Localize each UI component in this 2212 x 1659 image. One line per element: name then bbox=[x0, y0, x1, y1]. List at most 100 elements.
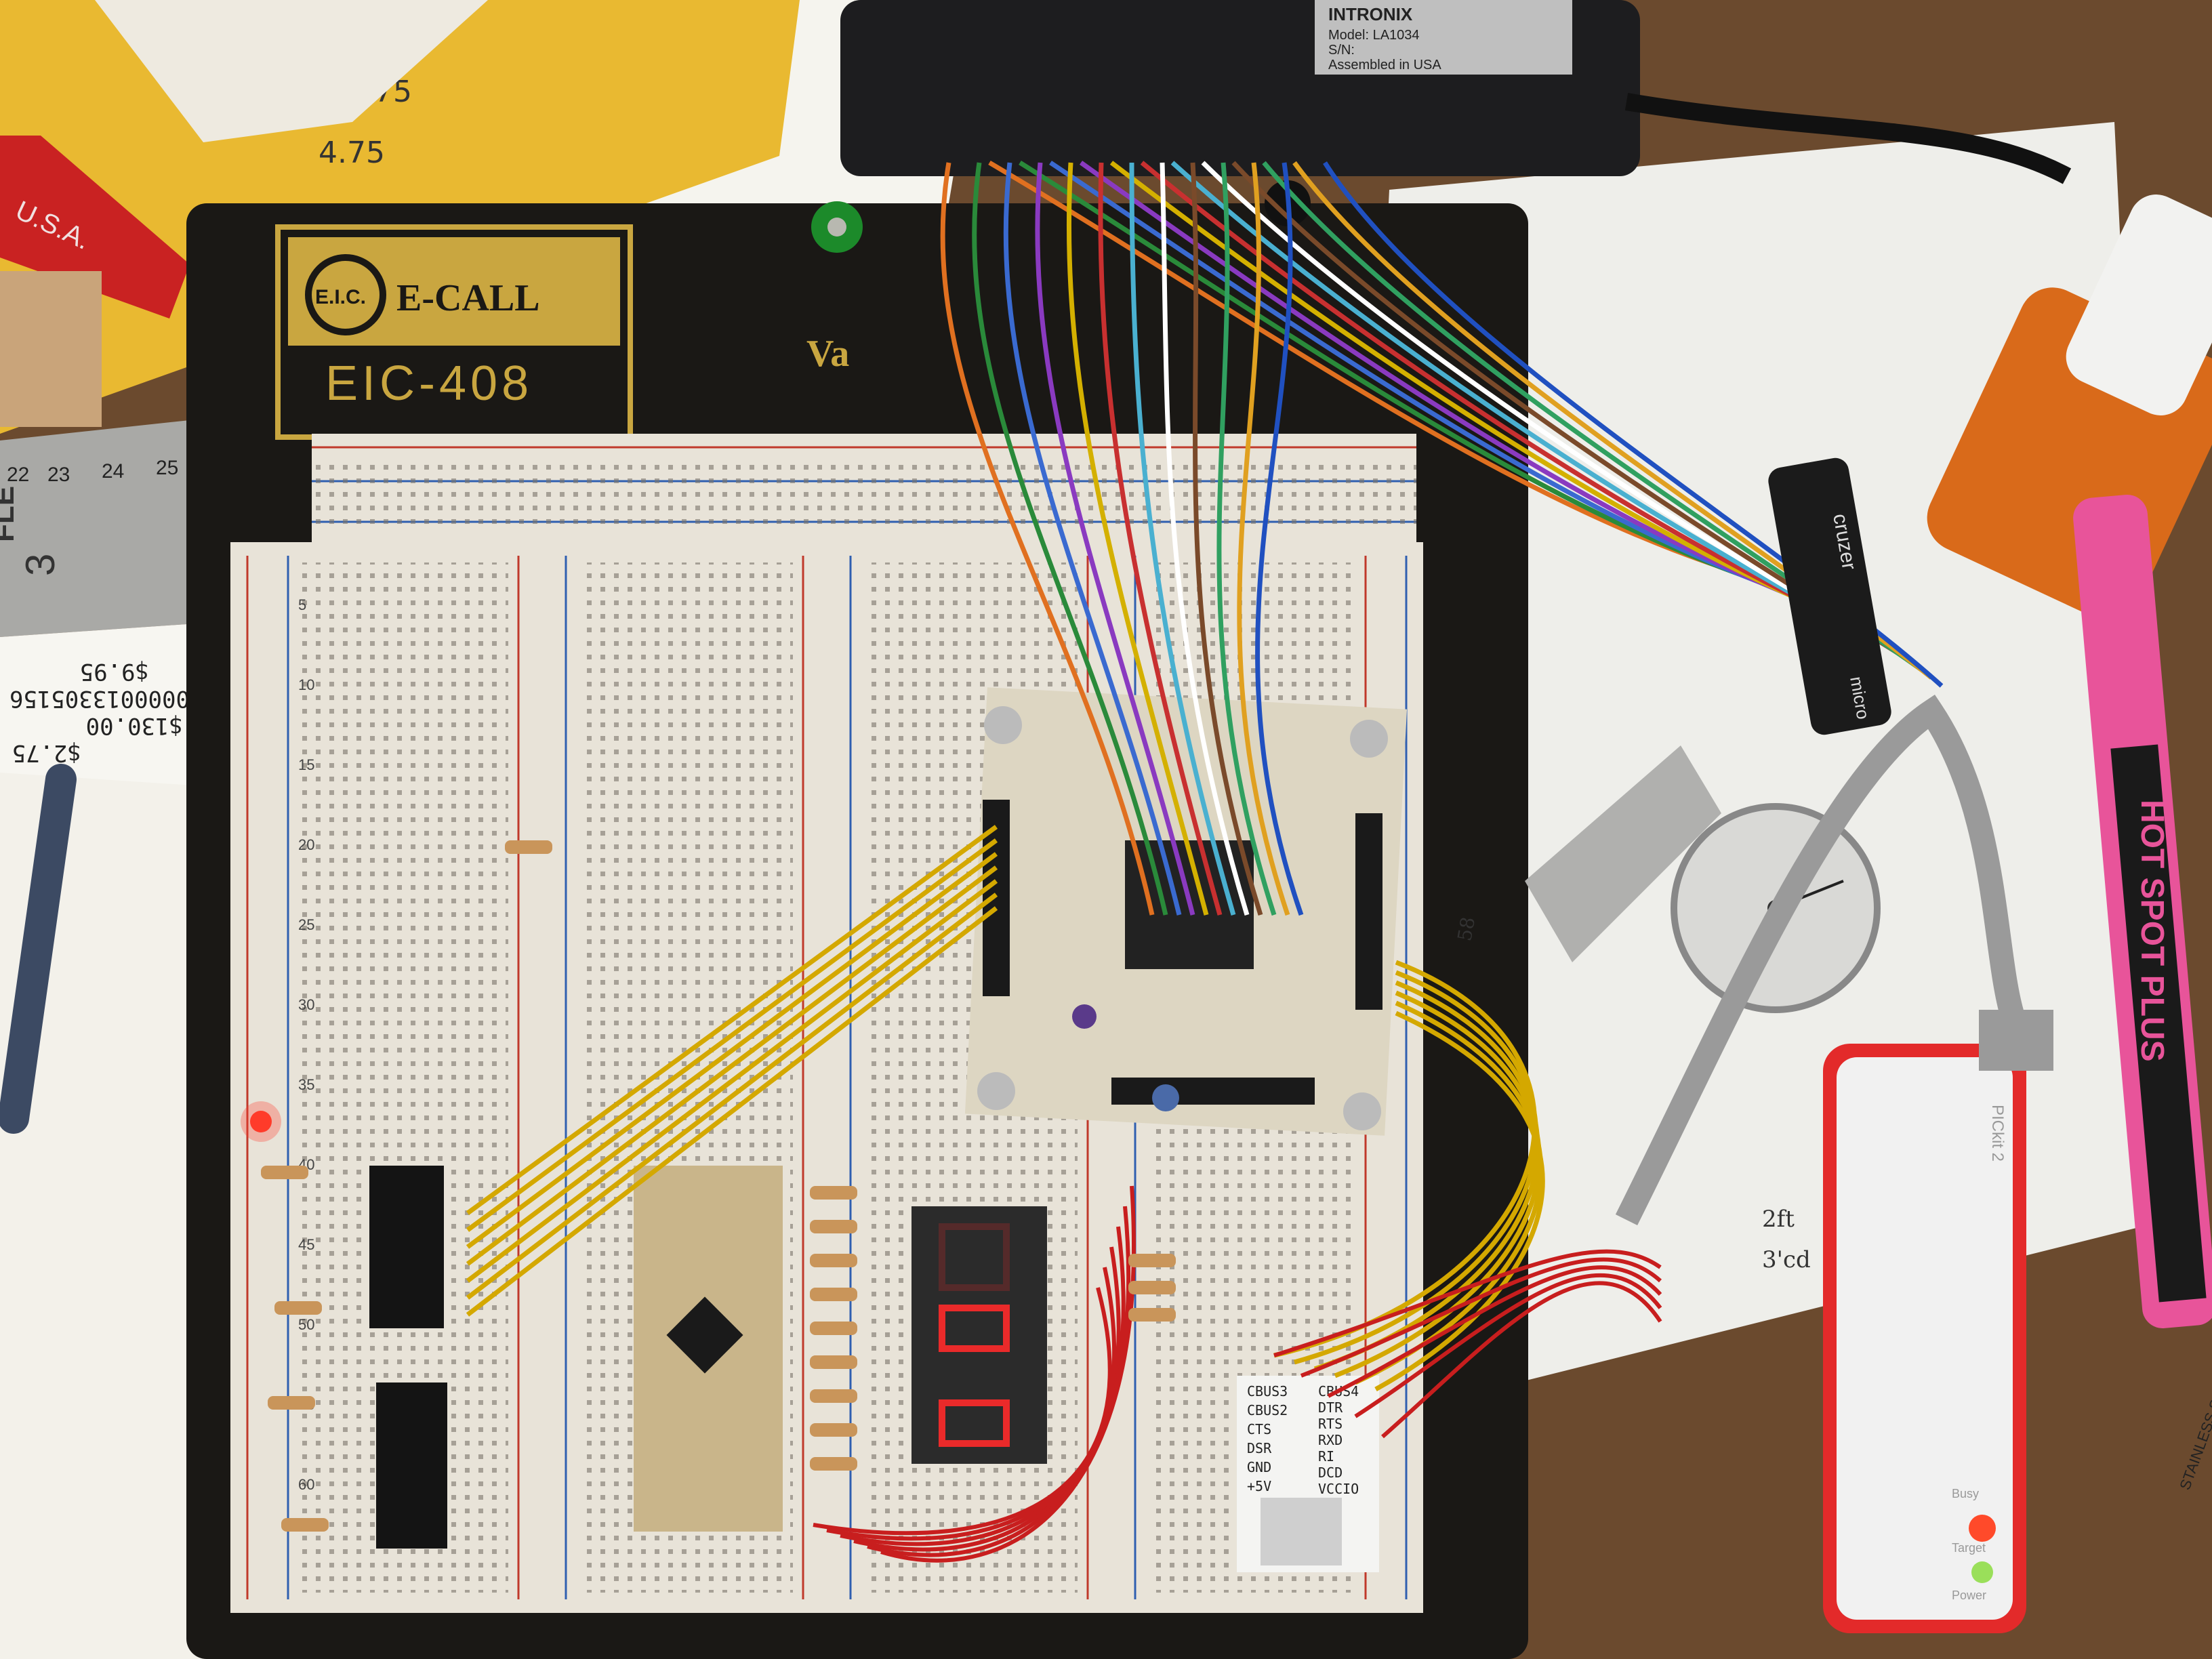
receipt: $9.95 0000013305156 $130.00 $2.75 bbox=[0, 623, 203, 786]
resistor bbox=[1128, 1254, 1176, 1267]
yellow-wire bbox=[466, 852, 998, 1249]
note-3cd: 3'cd bbox=[1762, 1246, 1811, 1273]
resistor bbox=[281, 1518, 329, 1532]
power-led bbox=[1971, 1561, 1993, 1583]
paper-left bbox=[0, 664, 217, 1659]
board-partial-label: Va bbox=[806, 333, 849, 375]
usb-pin-label: CBUS3 bbox=[1247, 1383, 1288, 1399]
dip-switch-lower[interactable] bbox=[376, 1382, 447, 1549]
usb-cable bbox=[1624, 93, 2072, 184]
resistor bbox=[1128, 1308, 1176, 1322]
note-price-2: 4.75 bbox=[319, 136, 385, 170]
resistor bbox=[505, 840, 552, 854]
dip-switch-upper[interactable] bbox=[369, 1166, 444, 1328]
resistor bbox=[268, 1396, 315, 1410]
pickit-programmer: PICkit 2 Busy Target Power bbox=[1823, 1010, 2053, 1633]
small-breadboard bbox=[95, 0, 488, 142]
resistor bbox=[810, 1322, 857, 1335]
analyzer-brand: INTRONIX bbox=[1328, 4, 1413, 24]
header-bottom bbox=[1111, 1078, 1315, 1105]
row-number: 45 bbox=[298, 1236, 314, 1253]
red-wire bbox=[826, 1267, 1117, 1541]
resistor bbox=[810, 1423, 857, 1437]
receipt-line-3: $130.00 bbox=[86, 712, 183, 739]
resistors bbox=[261, 840, 1176, 1532]
usb-pin-label: CBUS2 bbox=[1247, 1402, 1288, 1418]
yellow-wire-bundle bbox=[466, 825, 1545, 1392]
row-number: 15 bbox=[298, 756, 314, 773]
power-led-label: Power bbox=[1952, 1589, 1986, 1602]
resistor bbox=[810, 1457, 857, 1471]
ruler-big-number: 3 bbox=[18, 554, 63, 576]
yellow-wire bbox=[1374, 1010, 1545, 1392]
mount-hole bbox=[1343, 1092, 1381, 1130]
row-number: 30 bbox=[298, 996, 314, 1013]
programmer-connector[interactable] bbox=[1979, 1010, 2053, 1071]
usb-pin-label: GND bbox=[1247, 1459, 1271, 1475]
resistor bbox=[810, 1389, 857, 1403]
usb-pin-label: DTR bbox=[1318, 1399, 1343, 1416]
red-wire bbox=[1273, 1249, 1662, 1357]
row-number: 10 bbox=[298, 676, 314, 693]
usb-pin-label: CTS bbox=[1247, 1421, 1271, 1437]
resistor bbox=[274, 1301, 322, 1315]
analyzer-serial: S/N: bbox=[1328, 43, 1355, 58]
busy-led-label: Busy bbox=[1952, 1487, 1979, 1500]
yellow-wire bbox=[1334, 990, 1542, 1378]
probe-wire bbox=[1160, 162, 1250, 916]
ruler-num-22: 22 bbox=[7, 464, 29, 486]
resistor bbox=[810, 1288, 857, 1301]
probe-wire bbox=[1129, 162, 1236, 916]
red-wire bbox=[1381, 1281, 1662, 1439]
red-wire bbox=[813, 1287, 1112, 1536]
usb-pin-label: +5V bbox=[1247, 1478, 1271, 1494]
receipt-line-1: $9.95 bbox=[80, 658, 149, 685]
ruler-num-24: 24 bbox=[102, 460, 124, 483]
analyzer-assembled: Assembled in USA bbox=[1328, 58, 1441, 73]
usb-pin-label: DSR bbox=[1247, 1440, 1272, 1456]
yellow-wire bbox=[466, 879, 998, 1283]
analyzer-model: Model: LA1034 bbox=[1328, 28, 1420, 43]
stylus-pen bbox=[0, 764, 77, 1134]
busy-led bbox=[1969, 1515, 1996, 1542]
programmer-label: PICkit 2 bbox=[1988, 1105, 2007, 1162]
board-logo-plate: E.I.C. E-CALL EIC-408 bbox=[275, 224, 633, 440]
resistor bbox=[810, 1186, 857, 1200]
usb-pin-label: VCCIO bbox=[1318, 1481, 1359, 1497]
probe-wires bbox=[940, 160, 1944, 916]
red-jumper-wires bbox=[813, 1185, 1662, 1563]
usb-connector[interactable] bbox=[1261, 1498, 1342, 1565]
row-number: 5 bbox=[298, 596, 306, 613]
board-model: EIC-408 bbox=[325, 356, 533, 411]
yellow-wire bbox=[466, 825, 998, 1215]
red-wire bbox=[867, 1206, 1131, 1557]
paper-notes: 2ft 3'cd 58 bbox=[1453, 915, 1810, 1273]
seven-segment-display bbox=[912, 1206, 1047, 1464]
marker-text: HOT SPOT PLUS bbox=[2134, 800, 2170, 1062]
breadboard-row-numbers: 51015202530354045505560 bbox=[298, 596, 314, 1493]
resistor bbox=[1128, 1281, 1176, 1294]
probe-wire bbox=[1237, 162, 1290, 916]
usb-pin-label: DCD bbox=[1318, 1465, 1343, 1481]
probe-wire bbox=[1066, 162, 1209, 916]
logic-analyzer: INTRONIX Model: LA1034 S/N: Assembled in… bbox=[840, 0, 1640, 176]
receipt-line-2: 0000013305156 bbox=[9, 685, 190, 712]
usb-pin-label: RI bbox=[1318, 1448, 1334, 1465]
probe-wire bbox=[1190, 162, 1263, 916]
usb-pin-label: RXD bbox=[1318, 1432, 1343, 1448]
seven-segment-digits bbox=[939, 1223, 1010, 1447]
pill-bottle bbox=[1927, 194, 2212, 621]
receipt-line-4: $2.75 bbox=[12, 739, 81, 766]
yellow-wire bbox=[466, 838, 998, 1232]
resistor bbox=[810, 1254, 857, 1267]
mount-hole bbox=[984, 706, 1022, 744]
red-led-glow bbox=[241, 1101, 281, 1142]
ruler-brand: FLE bbox=[0, 486, 20, 542]
red-wire bbox=[1300, 1257, 1662, 1378]
brand-name: E-CALL bbox=[396, 277, 540, 319]
mount-hole bbox=[977, 1072, 1015, 1110]
probe-wire bbox=[1255, 162, 1304, 916]
yellow-wire bbox=[1273, 960, 1537, 1358]
